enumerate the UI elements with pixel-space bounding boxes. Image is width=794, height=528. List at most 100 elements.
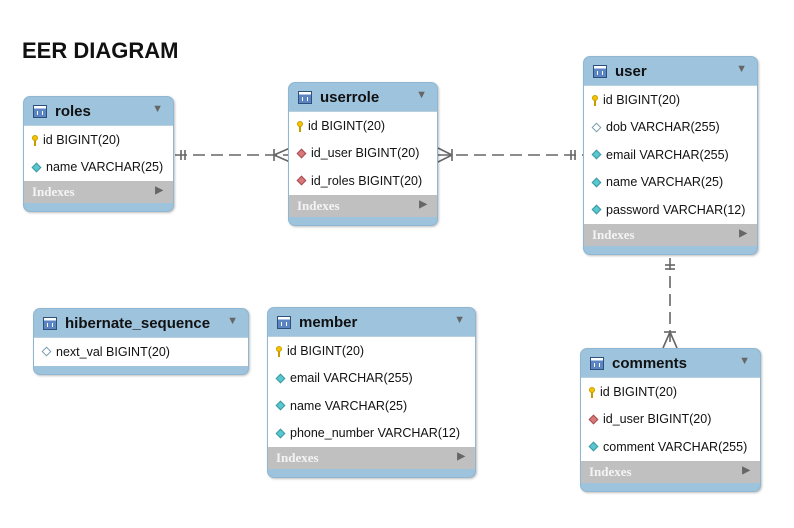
- table-header[interactable]: member ▼: [268, 308, 475, 336]
- table-roles[interactable]: roles ▼ id BIGINT(20) name VARCHAR(25) I…: [23, 96, 174, 212]
- table-header[interactable]: roles ▼: [24, 97, 173, 125]
- indexes-label: Indexes: [276, 450, 319, 465]
- primary-key-icon: [589, 386, 595, 398]
- triangle-right-icon[interactable]: ▶: [742, 464, 750, 476]
- chevron-down-icon[interactable]: ▼: [736, 63, 747, 75]
- table-name: comments: [612, 354, 688, 372]
- foreign-key-icon: [588, 414, 599, 425]
- column-row[interactable]: next_val BIGINT(20): [34, 338, 248, 366]
- column-label: name VARCHAR(25): [606, 175, 724, 190]
- rel-comments-crowfoot-b: [669, 331, 678, 349]
- column-row[interactable]: id BIGINT(20): [24, 126, 173, 154]
- column-row[interactable]: id_user BIGINT(20): [581, 406, 760, 434]
- column-list: next_val BIGINT(20): [34, 337, 248, 366]
- table-header[interactable]: userrole ▼: [289, 83, 437, 111]
- chevron-down-icon[interactable]: ▼: [454, 314, 465, 326]
- table-hibernate-sequence[interactable]: hibernate_sequence ▼ next_val BIGINT(20): [33, 308, 249, 375]
- column-row[interactable]: dob VARCHAR(255): [584, 114, 757, 142]
- primary-key-icon: [32, 134, 38, 146]
- triangle-right-icon[interactable]: ▶: [739, 227, 747, 239]
- column-label: name VARCHAR(25): [46, 160, 164, 175]
- column-row[interactable]: id BIGINT(20): [268, 337, 475, 365]
- rel-userrole-crowfoot-a: [273, 147, 291, 156]
- filled-diamond-icon: [588, 441, 599, 452]
- table-member[interactable]: member ▼ id BIGINT(20) email VARCHAR(255…: [267, 307, 476, 478]
- column-list: id BIGINT(20) email VARCHAR(255) name VA…: [268, 336, 475, 447]
- table-name: roles: [55, 102, 91, 120]
- hollow-diamond-icon: [41, 346, 52, 357]
- foreign-key-icon: [296, 148, 307, 159]
- column-label: next_val BIGINT(20): [56, 344, 170, 359]
- column-row[interactable]: id_user BIGINT(20): [289, 140, 437, 168]
- table-footer: [289, 216, 437, 225]
- column-label: id BIGINT(20): [603, 92, 681, 107]
- triangle-right-icon[interactable]: ▶: [457, 451, 465, 462]
- table-footer: [24, 203, 173, 211]
- indexes-section[interactable]: Indexes ▶: [581, 460, 760, 483]
- column-row[interactable]: phone_number VARCHAR(12): [268, 420, 475, 448]
- filled-diamond-icon: [31, 162, 42, 173]
- table-icon: [277, 315, 291, 329]
- column-row[interactable]: id BIGINT(20): [584, 86, 757, 114]
- column-row[interactable]: id BIGINT(20): [581, 378, 760, 406]
- column-row[interactable]: email VARCHAR(255): [268, 365, 475, 393]
- column-label: id BIGINT(20): [308, 118, 386, 133]
- column-list: id BIGINT(20) dob VARCHAR(255) email VAR…: [584, 85, 757, 224]
- column-label: dob VARCHAR(255): [606, 120, 720, 135]
- primary-key-icon: [297, 120, 303, 132]
- chevron-down-icon[interactable]: ▼: [416, 89, 427, 101]
- indexes-label: Indexes: [32, 184, 75, 199]
- foreign-key-icon: [296, 175, 307, 186]
- column-label: phone_number VARCHAR(12): [290, 426, 460, 441]
- column-label: password VARCHAR(12): [606, 202, 746, 217]
- chevron-down-icon[interactable]: ▼: [227, 315, 238, 327]
- table-name: userrole: [320, 88, 380, 106]
- filled-diamond-icon: [591, 149, 602, 160]
- indexes-section[interactable]: Indexes ▶: [584, 223, 757, 246]
- primary-key-icon: [592, 94, 598, 106]
- column-row[interactable]: name VARCHAR(25): [584, 169, 757, 197]
- column-row[interactable]: name VARCHAR(25): [24, 154, 173, 182]
- table-footer: [34, 365, 248, 374]
- column-label: id BIGINT(20): [600, 384, 678, 399]
- table-user[interactable]: user ▼ id BIGINT(20) dob VARCHAR(255) em…: [583, 56, 758, 255]
- indexes-section[interactable]: Indexes ▶: [268, 447, 475, 469]
- chevron-down-icon[interactable]: ▼: [739, 355, 750, 367]
- column-label: id BIGINT(20): [43, 132, 121, 147]
- filled-diamond-icon: [275, 373, 286, 384]
- primary-key-icon: [276, 345, 282, 357]
- indexes-label: Indexes: [589, 463, 632, 479]
- table-header[interactable]: comments ▼: [581, 349, 760, 377]
- indexes-label: Indexes: [592, 226, 635, 242]
- table-footer: [581, 482, 760, 491]
- column-row[interactable]: name VARCHAR(25): [268, 392, 475, 420]
- filled-diamond-icon: [275, 400, 286, 411]
- indexes-section[interactable]: Indexes▶: [289, 194, 437, 217]
- table-footer: [584, 245, 757, 254]
- table-icon: [593, 64, 607, 78]
- table-name: member: [299, 313, 358, 331]
- table-header[interactable]: user ▼: [584, 57, 757, 85]
- table-header[interactable]: hibernate_sequence ▼: [34, 309, 248, 337]
- chevron-down-icon[interactable]: ▼: [152, 103, 163, 115]
- column-row[interactable]: password VARCHAR(12): [584, 196, 757, 224]
- column-label: id BIGINT(20): [287, 343, 365, 358]
- filled-diamond-icon: [591, 204, 602, 215]
- table-footer: [268, 469, 475, 477]
- column-label: id_roles BIGINT(20): [311, 173, 423, 188]
- filled-diamond-icon: [591, 177, 602, 188]
- triangle-right-icon[interactable]: ▶: [155, 185, 163, 196]
- table-comments[interactable]: comments ▼ id BIGINT(20) id_user BIGINT(…: [580, 348, 761, 492]
- table-icon: [33, 104, 47, 118]
- triangle-right-icon[interactable]: ▶: [419, 198, 427, 210]
- column-row[interactable]: id_roles BIGINT(20): [289, 167, 437, 195]
- column-label: email VARCHAR(255): [290, 371, 413, 386]
- table-userrole[interactable]: userrole ▼ id BIGINT(20) id_user BIGINT(…: [288, 82, 438, 226]
- rel-comments-crowfoot-a: [662, 331, 671, 349]
- rel-user-crowfoot-b: [437, 154, 453, 163]
- indexes-section[interactable]: Indexes ▶: [24, 181, 173, 203]
- column-row[interactable]: id BIGINT(20): [289, 112, 437, 140]
- column-row[interactable]: email VARCHAR(255): [584, 141, 757, 169]
- column-row[interactable]: comment VARCHAR(255): [581, 433, 760, 461]
- column-label: email VARCHAR(255): [606, 147, 729, 162]
